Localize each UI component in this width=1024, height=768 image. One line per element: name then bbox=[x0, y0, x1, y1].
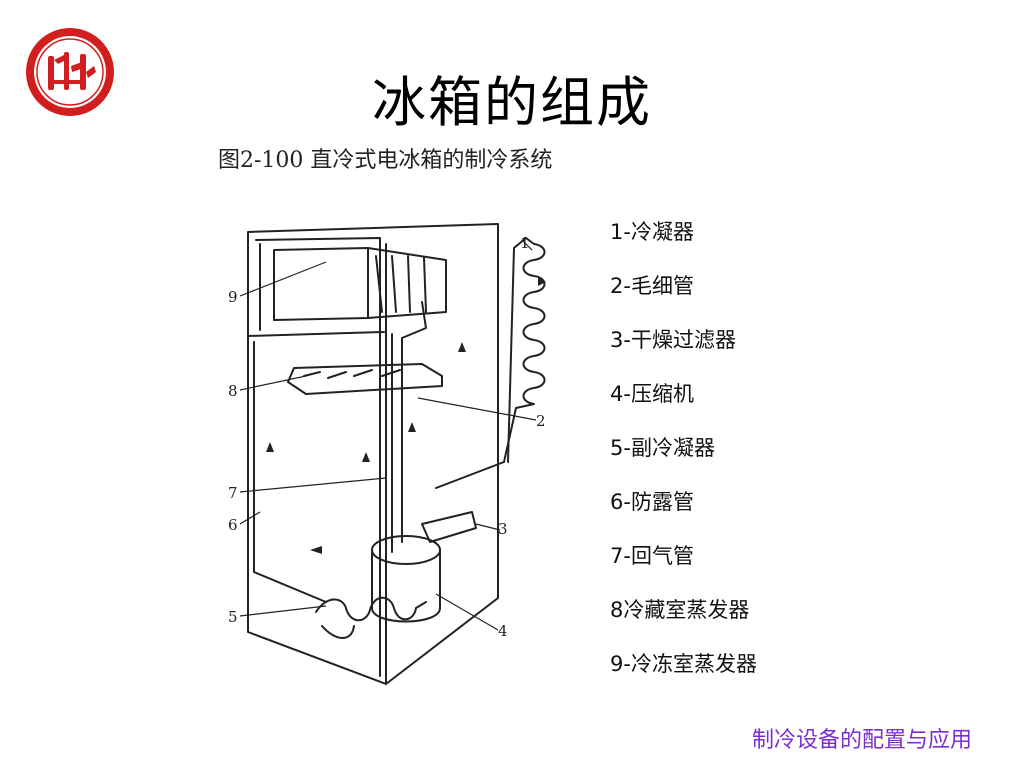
legend-item: 1-冷凝器 bbox=[610, 220, 694, 244]
callout-9: 9 bbox=[228, 288, 238, 306]
legend-item: 9-冷冻室蒸发器 bbox=[610, 652, 757, 676]
callout-7: 7 bbox=[228, 484, 238, 502]
legend-item: 4-压缩机 bbox=[610, 382, 694, 406]
legend-item: 3-干燥过滤器 bbox=[610, 328, 736, 352]
refrigerator-diagram: 9 8 7 6 5 1 2 3 4 bbox=[228, 223, 546, 685]
callout-3: 3 bbox=[498, 520, 508, 538]
legend-item: 2-毛细管 bbox=[610, 274, 694, 298]
course-footer: 制冷设备的配置与应用 bbox=[751, 728, 972, 753]
school-logo-seal bbox=[26, 28, 114, 116]
component-legend: 1-冷凝器 2-毛细管 3-干燥过滤器 4-压缩机 5-副冷凝器 6-防露管 7… bbox=[610, 218, 757, 704]
callout-8: 8 bbox=[228, 382, 238, 400]
legend-item: 6-防露管 bbox=[610, 490, 694, 514]
callout-6: 6 bbox=[228, 516, 238, 534]
callout-5: 5 bbox=[228, 608, 238, 626]
callout-4: 4 bbox=[498, 622, 508, 640]
legend-item: 8冷藏室蒸发器 bbox=[610, 598, 750, 622]
slide-title: 冰箱的组成 bbox=[372, 71, 652, 134]
callout-1: 1 bbox=[520, 234, 530, 252]
legend-item: 7-回气管 bbox=[610, 544, 694, 568]
figure-caption: 图2-100 直冷式电冰箱的制冷系统 bbox=[218, 148, 553, 173]
legend-item: 5-副冷凝器 bbox=[610, 436, 715, 460]
callout-2: 2 bbox=[536, 412, 546, 430]
